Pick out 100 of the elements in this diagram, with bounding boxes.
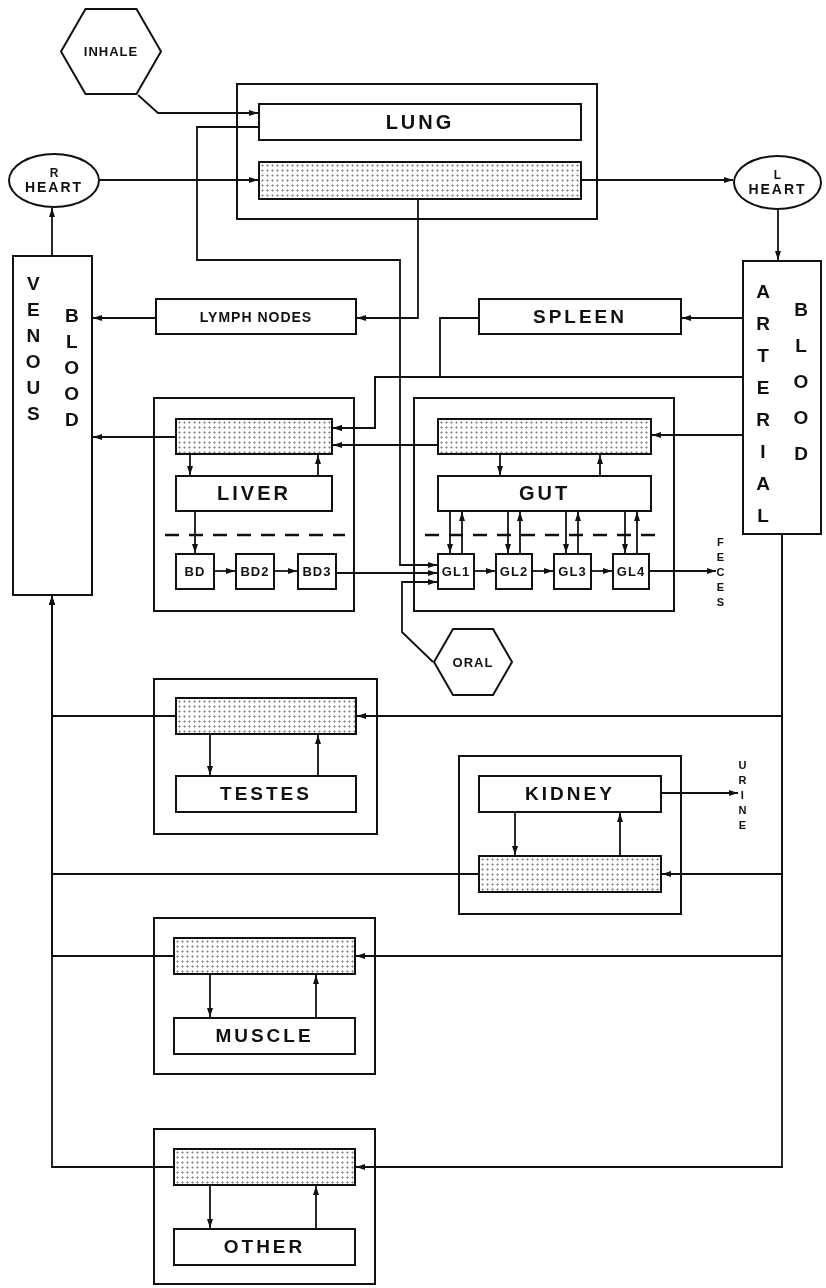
arrow (634, 511, 640, 554)
shaded-box (173, 1148, 356, 1186)
compartment-box (236, 83, 598, 220)
node-label: GL2 (499, 564, 529, 579)
node-label: TESTES (220, 783, 312, 805)
hexagon-box (60, 8, 162, 95)
arrow (597, 454, 603, 476)
node-label: ORAL (452, 654, 494, 670)
vertical-label: BLOOD (64, 304, 80, 432)
arrow (332, 442, 438, 448)
node-label: LIVER (217, 482, 291, 505)
node-label: KIDNEY (525, 783, 615, 805)
arrow (591, 568, 613, 574)
arrow (214, 568, 236, 574)
arrow (356, 199, 419, 321)
organ-box (173, 1228, 356, 1266)
organ-box (553, 553, 592, 590)
arrow (617, 812, 623, 856)
node-label: HEART (748, 180, 807, 197)
organ-box (297, 553, 337, 590)
organ-box (235, 553, 275, 590)
arrow (775, 209, 781, 261)
node-label: BD3 (302, 564, 332, 579)
organ-box (175, 475, 333, 512)
shaded-box (175, 697, 357, 735)
node-label: INHALE (83, 44, 139, 59)
node-label: BD2 (240, 564, 270, 579)
arrow (517, 511, 523, 554)
arrow (649, 568, 717, 574)
organ-box (478, 775, 662, 813)
vertical-label: ARTERIAL (755, 280, 771, 528)
arrow (447, 511, 453, 554)
arrow (459, 511, 465, 554)
arrow (207, 1185, 213, 1229)
arrow (575, 511, 581, 554)
arrow (207, 734, 213, 776)
vertical-box (12, 255, 93, 596)
arrow (474, 568, 496, 574)
organ-box (258, 103, 582, 141)
shaded-box (175, 418, 333, 455)
organ-box (175, 775, 357, 813)
node-label: GUT (518, 482, 571, 505)
arrow (336, 570, 438, 576)
arrow (187, 454, 193, 476)
node-label: BD (184, 564, 206, 579)
shaded-box (437, 418, 652, 455)
organ-box (495, 553, 533, 590)
organ-box (155, 298, 357, 335)
arrow (512, 812, 518, 856)
shaded-box (478, 855, 662, 893)
compartment-box (153, 678, 378, 835)
node-label: GL4 (616, 564, 646, 579)
node-label: OTHER (223, 1236, 306, 1258)
arrow (532, 568, 554, 574)
organ-box (175, 553, 215, 590)
organ-box (437, 475, 652, 512)
arrow (581, 177, 734, 183)
vertical-label: VENOUS (25, 272, 41, 426)
arrow (192, 511, 198, 554)
shaded-box (258, 161, 582, 200)
arrow (622, 511, 628, 554)
arrow (49, 207, 55, 256)
compartment-box (458, 755, 682, 915)
arrow (651, 432, 743, 438)
arrow (92, 315, 156, 321)
node-label: LUNG (385, 110, 455, 134)
arrow (92, 434, 176, 440)
arrow (207, 974, 213, 1018)
node-label: HEART (24, 178, 84, 195)
arrow (497, 454, 503, 476)
arrow (661, 790, 739, 796)
vertical-label: FECES (716, 535, 725, 625)
vertical-label: URINE (738, 758, 747, 848)
arrow (681, 315, 743, 321)
node-label: GL3 (558, 564, 587, 579)
arrow (99, 177, 259, 183)
compartment-box (413, 397, 675, 612)
node-label: L (773, 168, 782, 181)
compartment-box (153, 917, 376, 1075)
node-label: SPLEEN (533, 305, 627, 328)
node-label: GL1 (441, 564, 471, 579)
arrow (313, 974, 319, 1018)
organ-box (437, 553, 475, 590)
arrow (137, 94, 259, 116)
arrow (315, 454, 321, 476)
arrow (274, 568, 298, 574)
compartment-box (153, 397, 355, 612)
organ-box (173, 1017, 356, 1055)
arrow (505, 511, 511, 554)
arrow (315, 734, 321, 776)
arrow (196, 126, 438, 568)
vertical-label: BLOOD (793, 298, 809, 466)
node-label: R (49, 166, 59, 179)
shaded-box (173, 937, 356, 975)
arrow (313, 1185, 319, 1229)
vertical-box (742, 260, 822, 535)
hexagon-box (433, 628, 513, 696)
node-label: MUSCLE (215, 1025, 314, 1047)
arrow (401, 579, 438, 663)
arrow (563, 511, 569, 554)
